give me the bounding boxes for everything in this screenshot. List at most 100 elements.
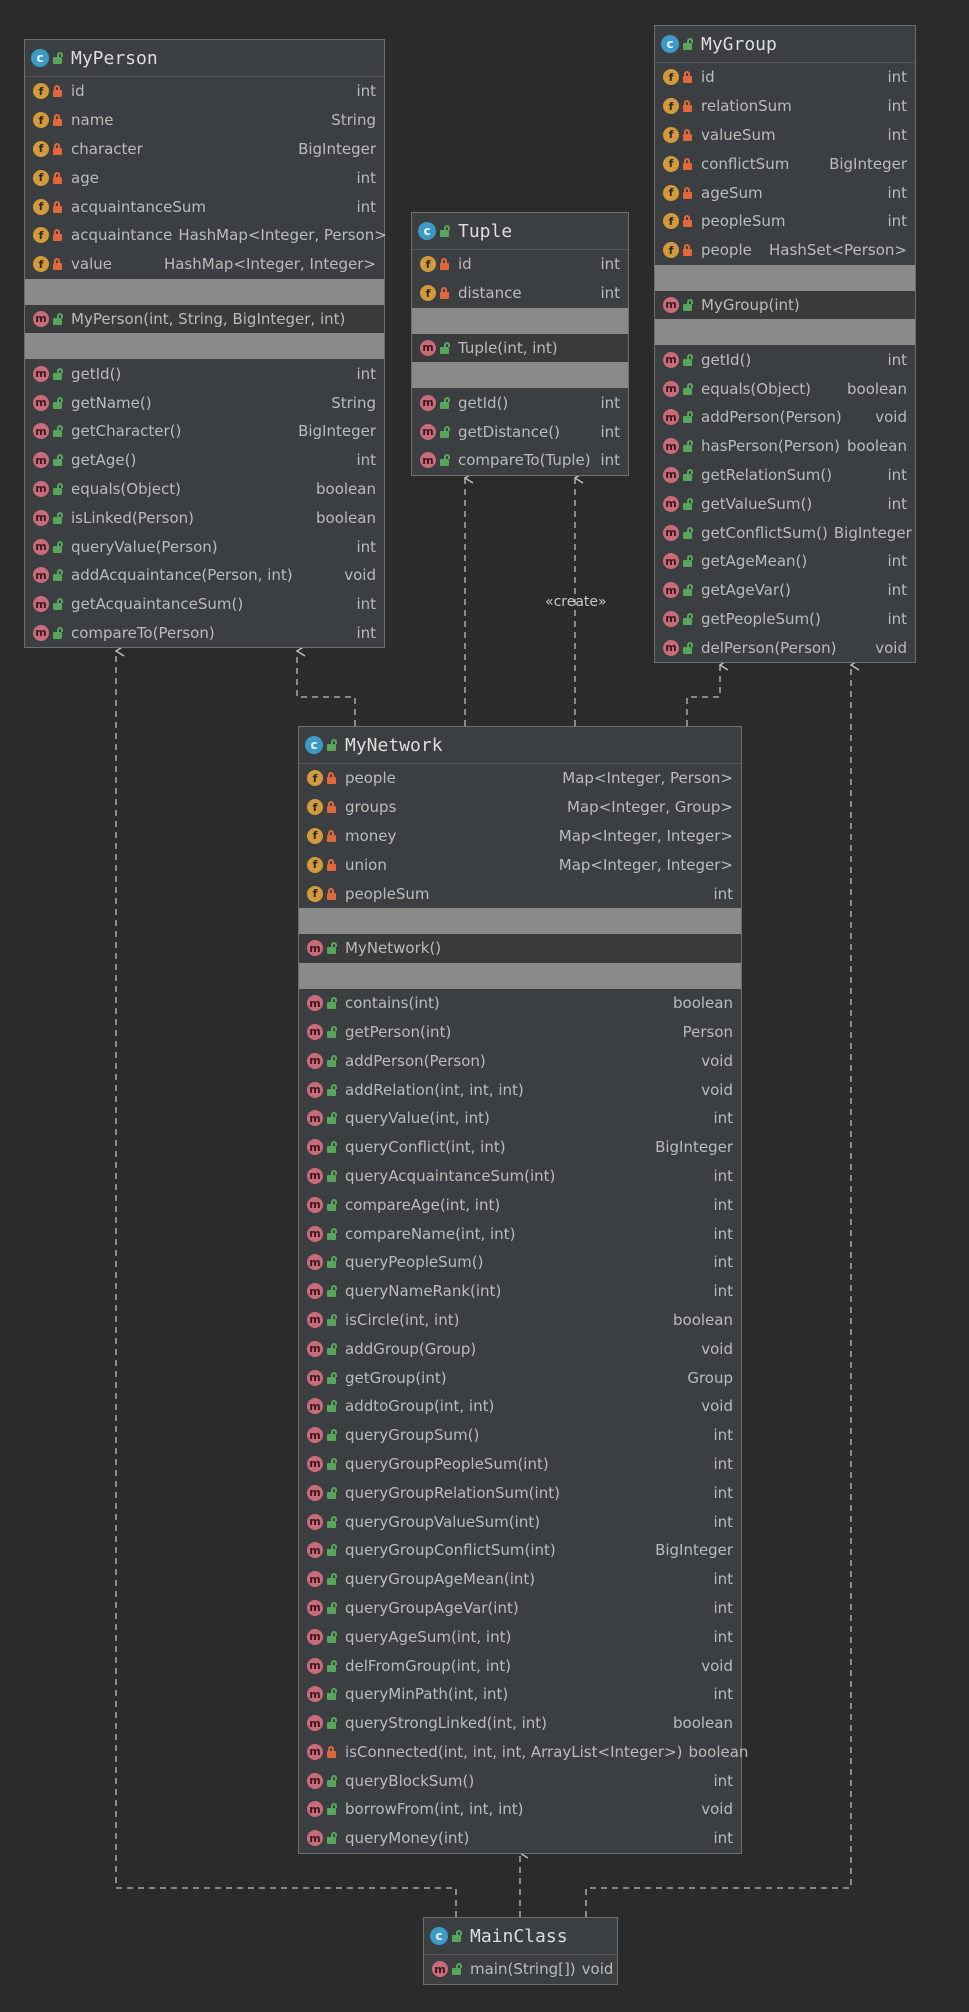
mynetwork-methods-name: queryGroupSum() <box>345 1426 480 1445</box>
class-icon: c <box>305 736 323 754</box>
public-lock-icon <box>683 641 693 654</box>
method-badge-icon: m <box>33 596 49 613</box>
myperson-methods-type: String <box>331 393 376 412</box>
method-badge-icon: m <box>420 452 436 469</box>
public-lock-icon <box>683 298 693 311</box>
myperson-fields-type: int <box>356 168 376 187</box>
method-badge-icon: m <box>307 1052 323 1069</box>
public-lock-icon <box>327 1400 337 1413</box>
